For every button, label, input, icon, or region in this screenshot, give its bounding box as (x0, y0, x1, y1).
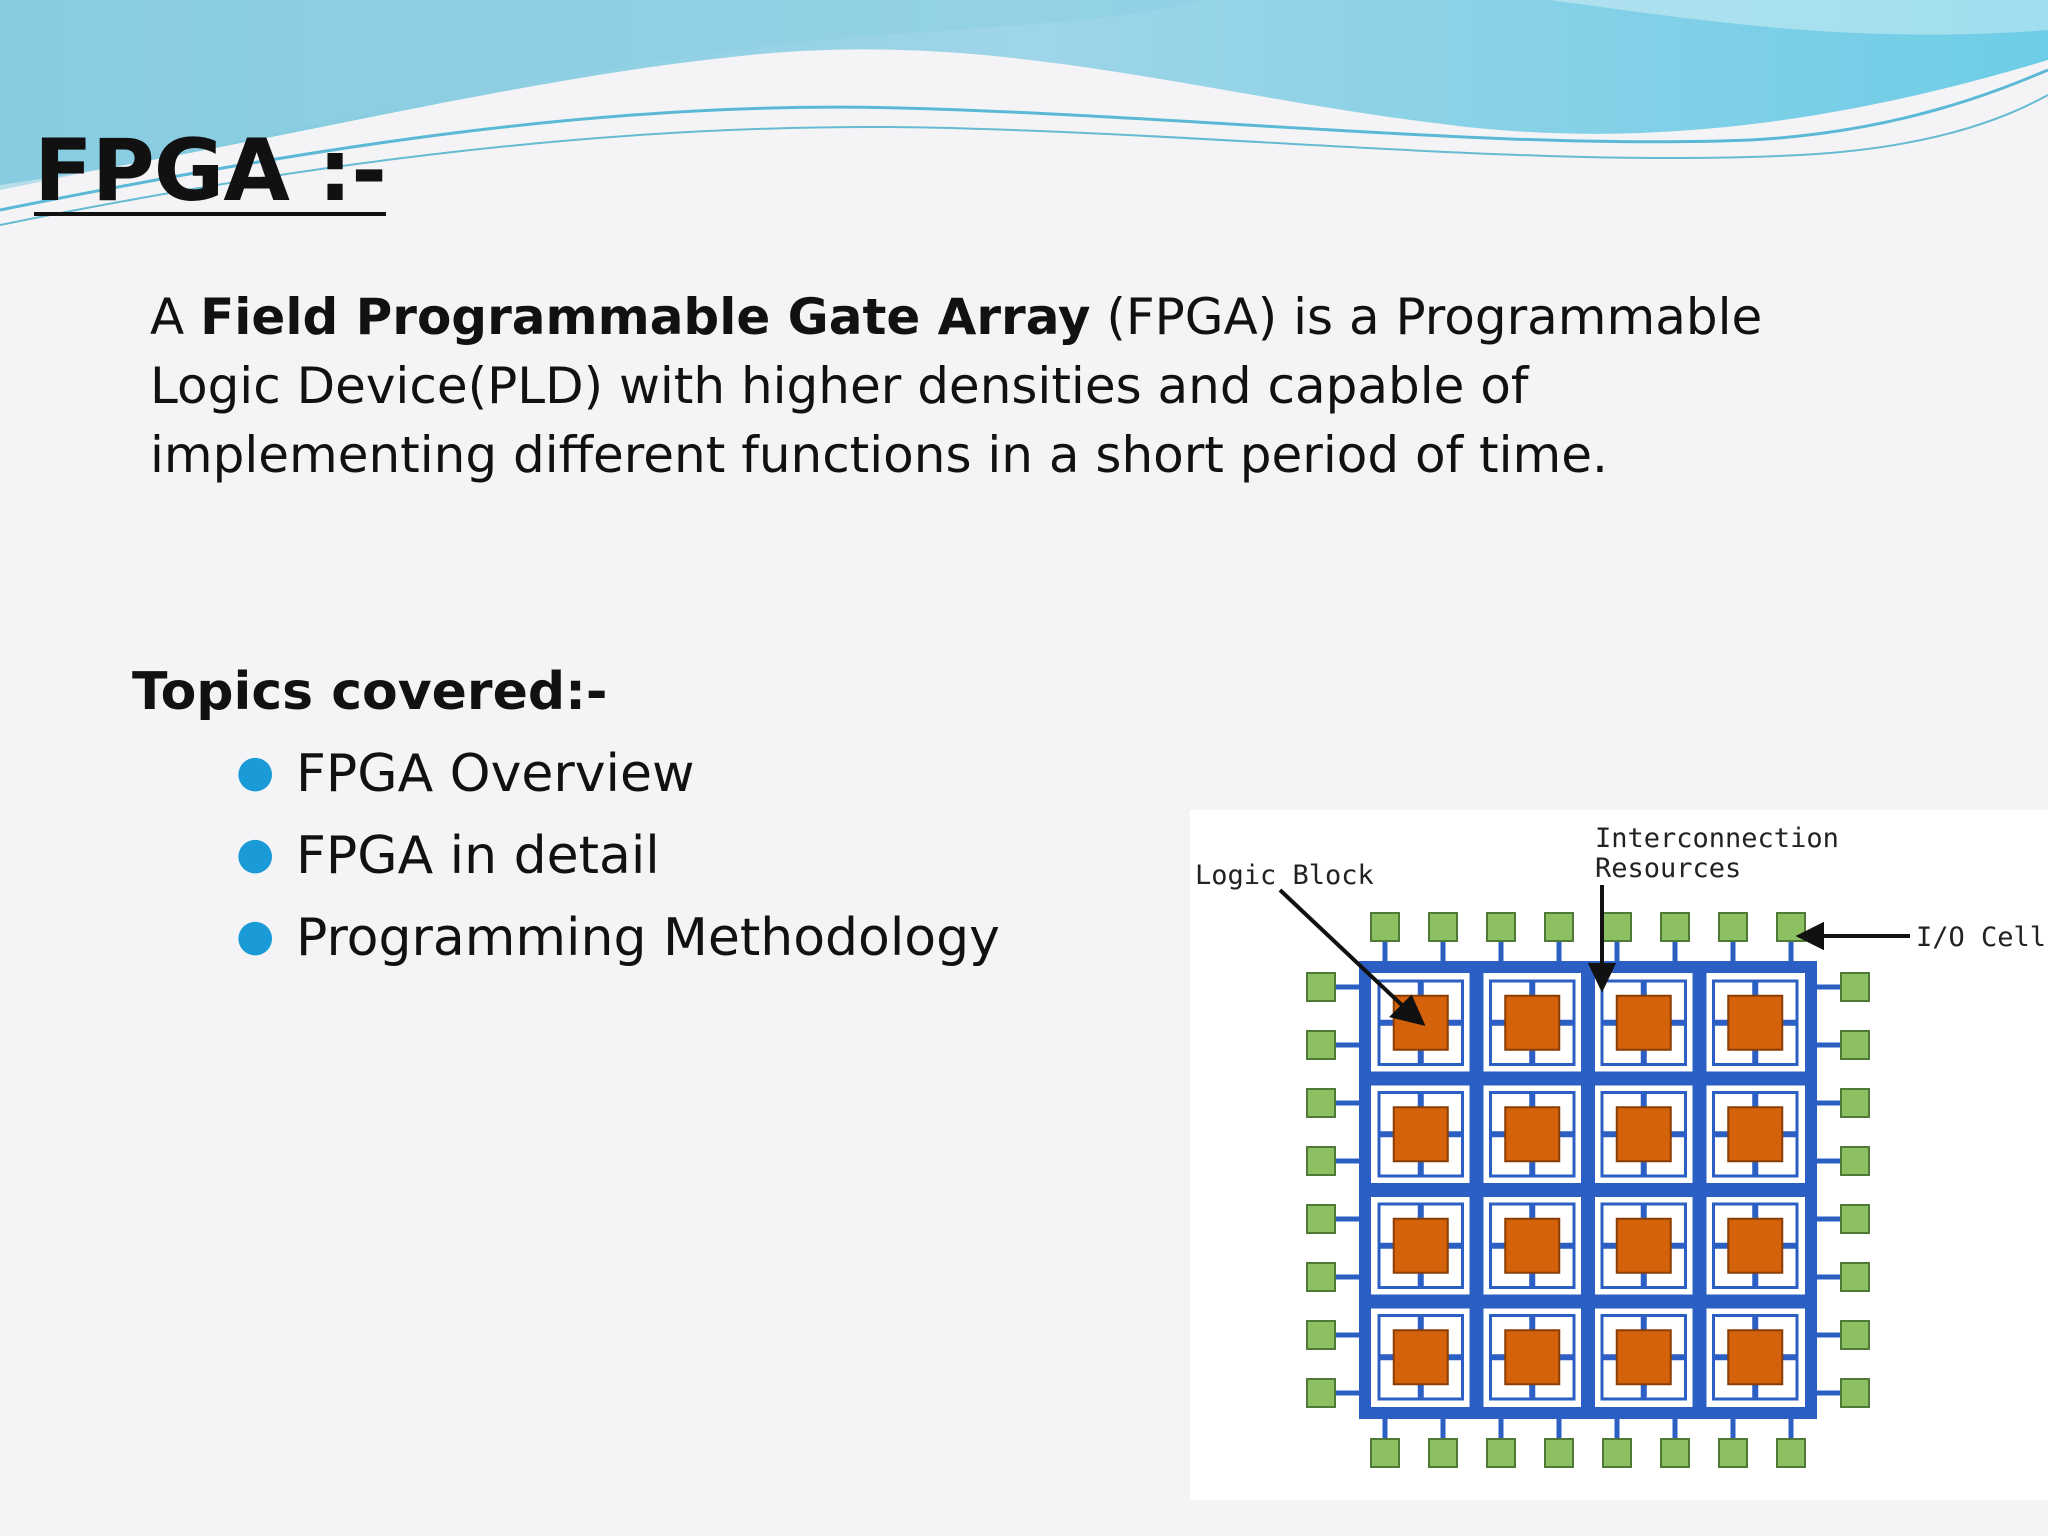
logic-block (1727, 1217, 1784, 1274)
io-cell (1840, 1030, 1870, 1060)
logic-block (1392, 1217, 1449, 1274)
definition-rest: (FPGA) is a Programmable Logic Device(PL… (150, 288, 1763, 484)
fpga-definition: A Field Programmable Gate Array (FPGA) i… (150, 283, 1850, 490)
interconnect-arrowhead (1587, 963, 1617, 993)
diagram-arrows (1278, 885, 1910, 1026)
logic-block-label: Logic Block (1195, 860, 1374, 891)
logic-block (1392, 1329, 1449, 1386)
io-cell (1486, 912, 1516, 942)
io-cell (1306, 1378, 1336, 1408)
topic-item: ● Programming Methodology (236, 906, 1000, 988)
topics-heading: Topics covered:- (132, 662, 608, 722)
topic-label: FPGA Overview (296, 744, 695, 804)
logic-block (1615, 1106, 1672, 1163)
fpga-architecture-diagram: Logic Block Interconnection Resources I/… (1190, 810, 2048, 1500)
topics-list: ● FPGA Overview ● FPGA in detail ● Programm… (236, 742, 1000, 988)
bullet-icon: ● (236, 828, 275, 879)
logic-block (1727, 994, 1784, 1051)
topic-label: FPGA in detail (296, 826, 660, 886)
io-cell (1718, 1438, 1748, 1468)
io-cell (1306, 972, 1336, 1002)
interconnect-label-line2: Resources (1595, 853, 1741, 884)
io-cell (1660, 912, 1690, 942)
io-cell (1306, 1088, 1336, 1118)
io-cell (1370, 1438, 1400, 1468)
logic-block (1504, 1106, 1561, 1163)
logic-block (1615, 994, 1672, 1051)
io-cell (1428, 1438, 1458, 1468)
io-cell (1840, 972, 1870, 1002)
logic-block (1615, 1329, 1672, 1386)
routing-channel-horizontal (1365, 1294, 1811, 1309)
io-cell (1306, 1146, 1336, 1176)
io-cell (1776, 1438, 1806, 1468)
logic-block (1615, 1217, 1672, 1274)
logic-block (1727, 1106, 1784, 1163)
bullet-icon: ● (236, 910, 275, 961)
logic-block (1504, 1329, 1561, 1386)
io-cell (1840, 1146, 1870, 1176)
slide-title: FPGA :- (34, 121, 387, 221)
io-cell (1602, 912, 1632, 942)
routing-channel-horizontal (1365, 1183, 1811, 1197)
io-cell (1306, 1030, 1336, 1060)
io-cell (1840, 1088, 1870, 1118)
bullet-icon: ● (236, 746, 275, 797)
logic-block-arrow (1278, 888, 1407, 1010)
io-cell (1306, 1262, 1336, 1292)
io-cell (1428, 912, 1458, 942)
routing-channel-horizontal (1365, 1071, 1811, 1086)
io-cell-layer (1306, 912, 1870, 1468)
definition-lead: A (150, 288, 201, 346)
io-cell (1544, 912, 1574, 942)
logic-block (1727, 1329, 1784, 1386)
logic-block (1392, 1106, 1449, 1163)
topic-item: ● FPGA Overview (236, 742, 1000, 824)
io-cell-label: I/O Cell (1916, 922, 2046, 953)
io-cell-arrowhead (1795, 921, 1824, 951)
io-cell (1840, 1204, 1870, 1234)
interconnect-label-line1: Interconnection (1595, 823, 1839, 854)
logic-block-arrowhead (1389, 994, 1426, 1026)
io-cell (1718, 912, 1748, 942)
io-cell (1370, 912, 1400, 942)
io-cell (1486, 1438, 1516, 1468)
io-cell (1660, 1438, 1690, 1468)
definition-bold-term: Field Programmable Gate Array (200, 288, 1091, 346)
io-cell (1306, 1204, 1336, 1234)
header-wave-decoration (0, 0, 2048, 226)
io-cell (1544, 1438, 1574, 1468)
io-cell (1840, 1320, 1870, 1350)
io-cell (1840, 1262, 1870, 1292)
logic-block (1504, 1217, 1561, 1274)
logic-block (1504, 994, 1561, 1051)
io-cell (1602, 1438, 1632, 1468)
io-cell (1306, 1320, 1336, 1350)
topic-item: ● FPGA in detail (236, 824, 1000, 906)
topic-label: Programming Methodology (296, 908, 1000, 968)
io-cell (1840, 1378, 1870, 1408)
